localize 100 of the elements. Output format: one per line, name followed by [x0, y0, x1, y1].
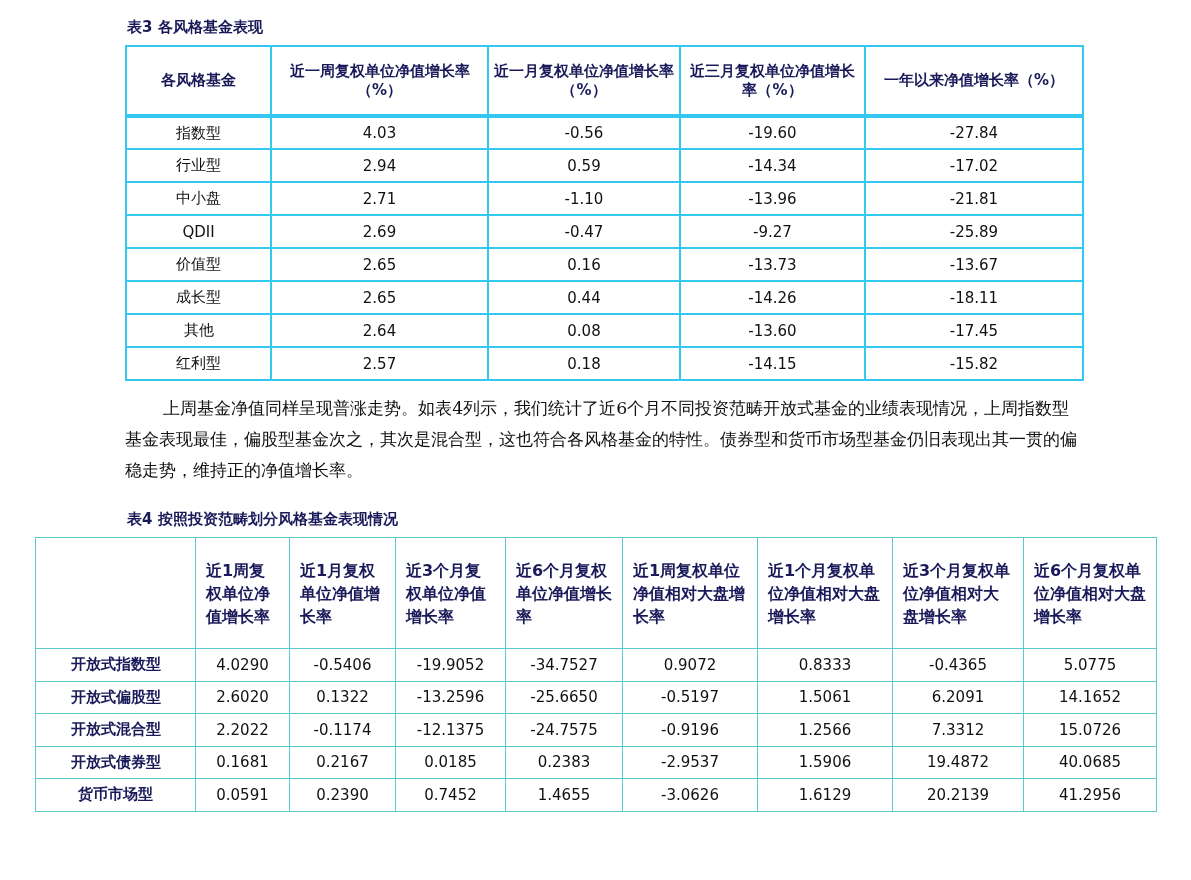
header-cell: 一年以来净值增长率（%）	[865, 46, 1083, 116]
table-cell: 4.03	[271, 116, 488, 149]
row-header-cell: 价值型	[126, 248, 271, 281]
table-cell: -14.15	[680, 347, 865, 380]
table-cell: -19.9052	[395, 648, 506, 681]
table-cell: 2.94	[271, 149, 488, 182]
table-cell: -0.4365	[892, 648, 1024, 681]
table-cell: 2.71	[271, 182, 488, 215]
table-cell: -34.7527	[505, 648, 623, 681]
row-header-cell: 货币市场型	[35, 778, 196, 811]
table-cell: 2.2022	[195, 713, 290, 746]
table-cell: 2.64	[271, 314, 488, 347]
table-cell: 0.2390	[289, 778, 396, 811]
row-header-cell: 开放式债券型	[35, 746, 196, 779]
row-header-cell: 成长型	[126, 281, 271, 314]
table-cell: 0.2167	[289, 746, 396, 779]
header-cell: 近6个月复权单位净值相对大盘增长率	[1023, 537, 1157, 649]
table-cell: -18.11	[865, 281, 1083, 314]
table-cell: 7.3312	[892, 713, 1024, 746]
table-cell: -25.6650	[505, 681, 623, 714]
paragraph: 上周基金净值同样呈现普涨走势。如表4列示，我们统计了近6个月不同投资范畴开放式基金的业绩表现情况，上周指数型基金表现最佳，偏股型基金次之，其次是混合型，这也符合各风格基金的特性。债券型和货币市场型基金仍旧表现出其一贯的偏稳走势，维持正的净值增长率。	[125, 397, 1078, 482]
table-cell: 5.0775	[1023, 648, 1157, 681]
table-cell: -17.02	[865, 149, 1083, 182]
header-cell: 近一月复权单位净值增长率（%）	[488, 46, 680, 116]
table-cell: -13.96	[680, 182, 865, 215]
table-cell: -0.9196	[622, 713, 758, 746]
row-header-cell: 指数型	[126, 116, 271, 149]
table-cell: -2.9537	[622, 746, 758, 779]
table-cell: 2.65	[271, 248, 488, 281]
table-cell: 1.4655	[505, 778, 623, 811]
row-header-cell: 中小盘	[126, 182, 271, 215]
table-cell: -3.0626	[622, 778, 758, 811]
header-cell: 近3个月复权单位净值增长率	[395, 537, 506, 649]
table-cell: 0.0591	[195, 778, 290, 811]
table-cell: 0.18	[488, 347, 680, 380]
header-cell: 近1个月复权单位净值相对大盘增长率	[757, 537, 893, 649]
header-cell: 近1月复权单位净值增长率	[289, 537, 396, 649]
header-cell: 近1周复权单位净值相对大盘增长率	[622, 537, 758, 649]
table-cell: -12.1375	[395, 713, 506, 746]
table-cell: -9.27	[680, 215, 865, 248]
table-cell: 1.5906	[757, 746, 893, 779]
table-cell: 15.0726	[1023, 713, 1157, 746]
table-cell: -0.56	[488, 116, 680, 149]
row-header-cell: QDII	[126, 215, 271, 248]
row-header-cell: 红利型	[126, 347, 271, 380]
table-cell: -19.60	[680, 116, 865, 149]
table-cell: -15.82	[865, 347, 1083, 380]
table-cell: 1.6129	[757, 778, 893, 811]
table-cell: -0.1174	[289, 713, 396, 746]
table-cell: 2.57	[271, 347, 488, 380]
table-cell: 0.1681	[195, 746, 290, 779]
table-cell: 0.2383	[505, 746, 623, 779]
table-cell: 0.1322	[289, 681, 396, 714]
table-cell: 20.2139	[892, 778, 1024, 811]
table-cell: 19.4872	[892, 746, 1024, 779]
table-cell: 0.59	[488, 149, 680, 182]
table-cell: -14.26	[680, 281, 865, 314]
table-title: 表3 各风格基金表现	[127, 18, 263, 37]
table-cell: -14.34	[680, 149, 865, 182]
table-cell: -17.45	[865, 314, 1083, 347]
table-cell: 4.0290	[195, 648, 290, 681]
table-cell: 0.8333	[757, 648, 893, 681]
header-cell: 近6个月复权单位净值增长率	[505, 537, 623, 649]
table-cell: -25.89	[865, 215, 1083, 248]
table-cell: 0.44	[488, 281, 680, 314]
table-cell: -0.5197	[622, 681, 758, 714]
table-cell: 1.2566	[757, 713, 893, 746]
table-cell: -24.7575	[505, 713, 623, 746]
header-cell: 近1周复权单位净值增长率	[195, 537, 290, 649]
table-cell: 0.08	[488, 314, 680, 347]
table-cell: 2.69	[271, 215, 488, 248]
header-cell: 近一周复权单位净值增长率（%）	[271, 46, 488, 116]
table-cell: -13.60	[680, 314, 865, 347]
table-cell: -13.73	[680, 248, 865, 281]
table-title: 表4 按照投资范畴划分风格基金表现情况	[127, 510, 398, 529]
table-cell: 2.6020	[195, 681, 290, 714]
header-cell: 近3个月复权单位净值相对大盘增长率	[892, 537, 1024, 649]
row-header-cell: 开放式混合型	[35, 713, 196, 746]
row-header-cell: 其他	[126, 314, 271, 347]
table-cell: 1.5061	[757, 681, 893, 714]
table-cell: -0.5406	[289, 648, 396, 681]
table-cell: 6.2091	[892, 681, 1024, 714]
row-header-cell: 开放式指数型	[35, 648, 196, 681]
table-cell: 0.9072	[622, 648, 758, 681]
table-cell: -1.10	[488, 182, 680, 215]
table-cell: 41.2956	[1023, 778, 1157, 811]
header-cell: 各风格基金	[126, 46, 271, 116]
table-cell: 0.0185	[395, 746, 506, 779]
table-cell: -13.67	[865, 248, 1083, 281]
table-cell: -13.2596	[395, 681, 506, 714]
table-cell: -27.84	[865, 116, 1083, 149]
row-header-cell: 行业型	[126, 149, 271, 182]
table-cell: -21.81	[865, 182, 1083, 215]
table-cell: 14.1652	[1023, 681, 1157, 714]
header-cell: 近三月复权单位净值增长率（%）	[680, 46, 865, 116]
table-cell: 0.16	[488, 248, 680, 281]
row-header-cell: 开放式偏股型	[35, 681, 196, 714]
table-cell: 40.0685	[1023, 746, 1157, 779]
table-cell: 2.65	[271, 281, 488, 314]
table-cell: -0.47	[488, 215, 680, 248]
